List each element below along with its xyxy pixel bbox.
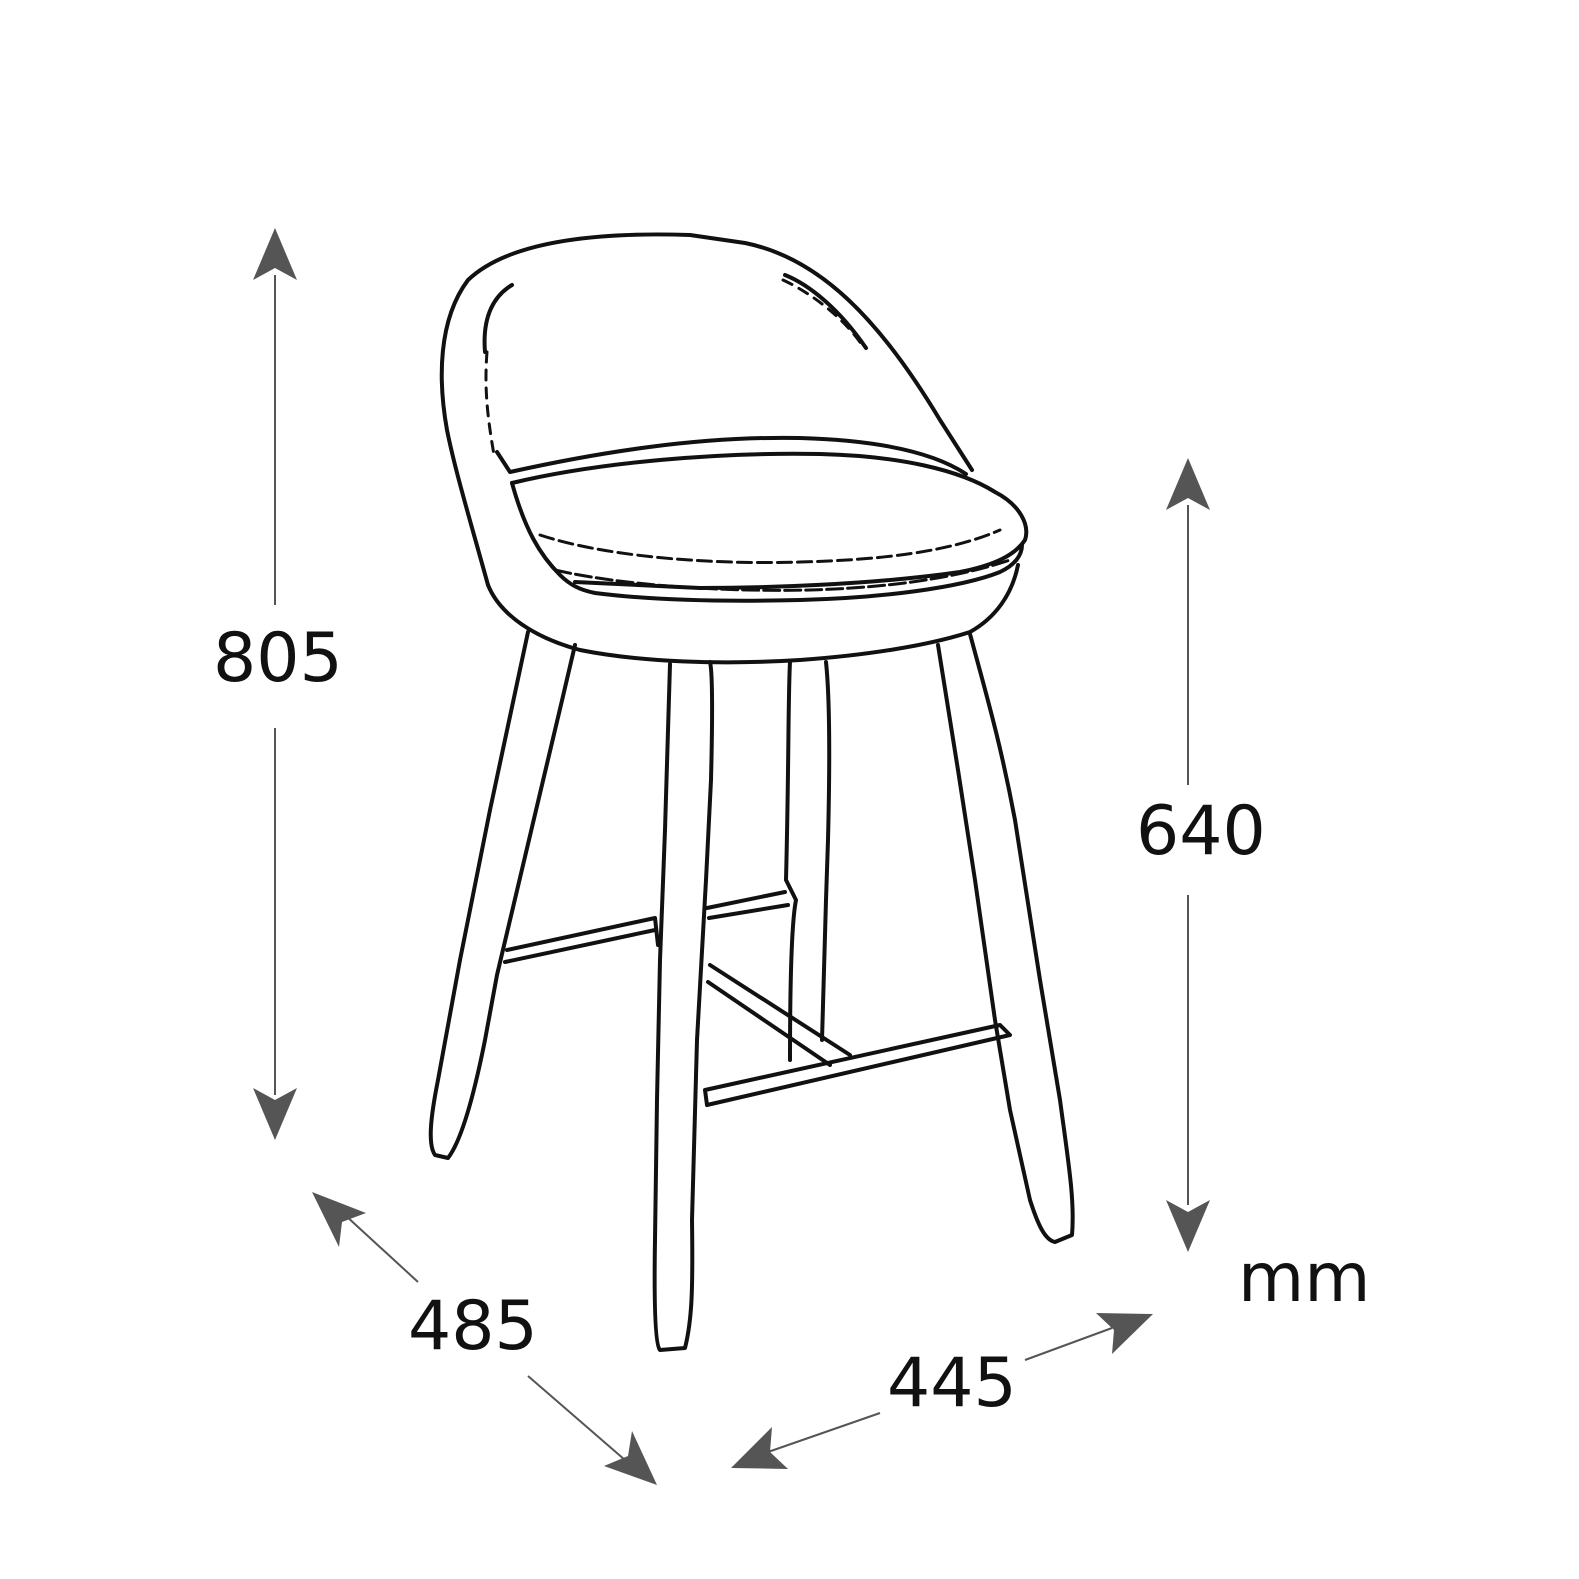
backrest-stitch-left (484, 350, 496, 457)
stool-outline (428, 232, 1075, 1352)
backrest-inner (482, 273, 968, 476)
backrest-outer (439, 232, 974, 587)
arrow-depth (312, 1192, 657, 1485)
footrest-left (503, 890, 790, 964)
leg-back-center (784, 660, 832, 1062)
arrow-total-height (253, 228, 297, 1140)
arrow-seat-height (1166, 458, 1210, 1252)
seat-piping (538, 528, 1002, 565)
seat-piping-lower (553, 558, 1012, 592)
dimension-arrows (253, 228, 1210, 1485)
seat-height-label: 640 (1136, 792, 1266, 871)
total-height-label: 805 (213, 619, 343, 698)
leg-front-left (428, 630, 577, 1160)
arrow-width (731, 1313, 1153, 1469)
depth-label: 485 (408, 1287, 538, 1366)
unit-label: mm (1238, 1239, 1371, 1318)
leg-right (936, 632, 1075, 1244)
backrest-stitch-right (781, 278, 864, 347)
width-label: 445 (887, 1344, 1017, 1423)
shell-bottom (486, 563, 1020, 665)
footrest-diagonal (706, 963, 852, 1067)
footrest-front (703, 1023, 1012, 1107)
leg-front-center (652, 660, 715, 1352)
seat-cushion-top (510, 451, 1029, 590)
